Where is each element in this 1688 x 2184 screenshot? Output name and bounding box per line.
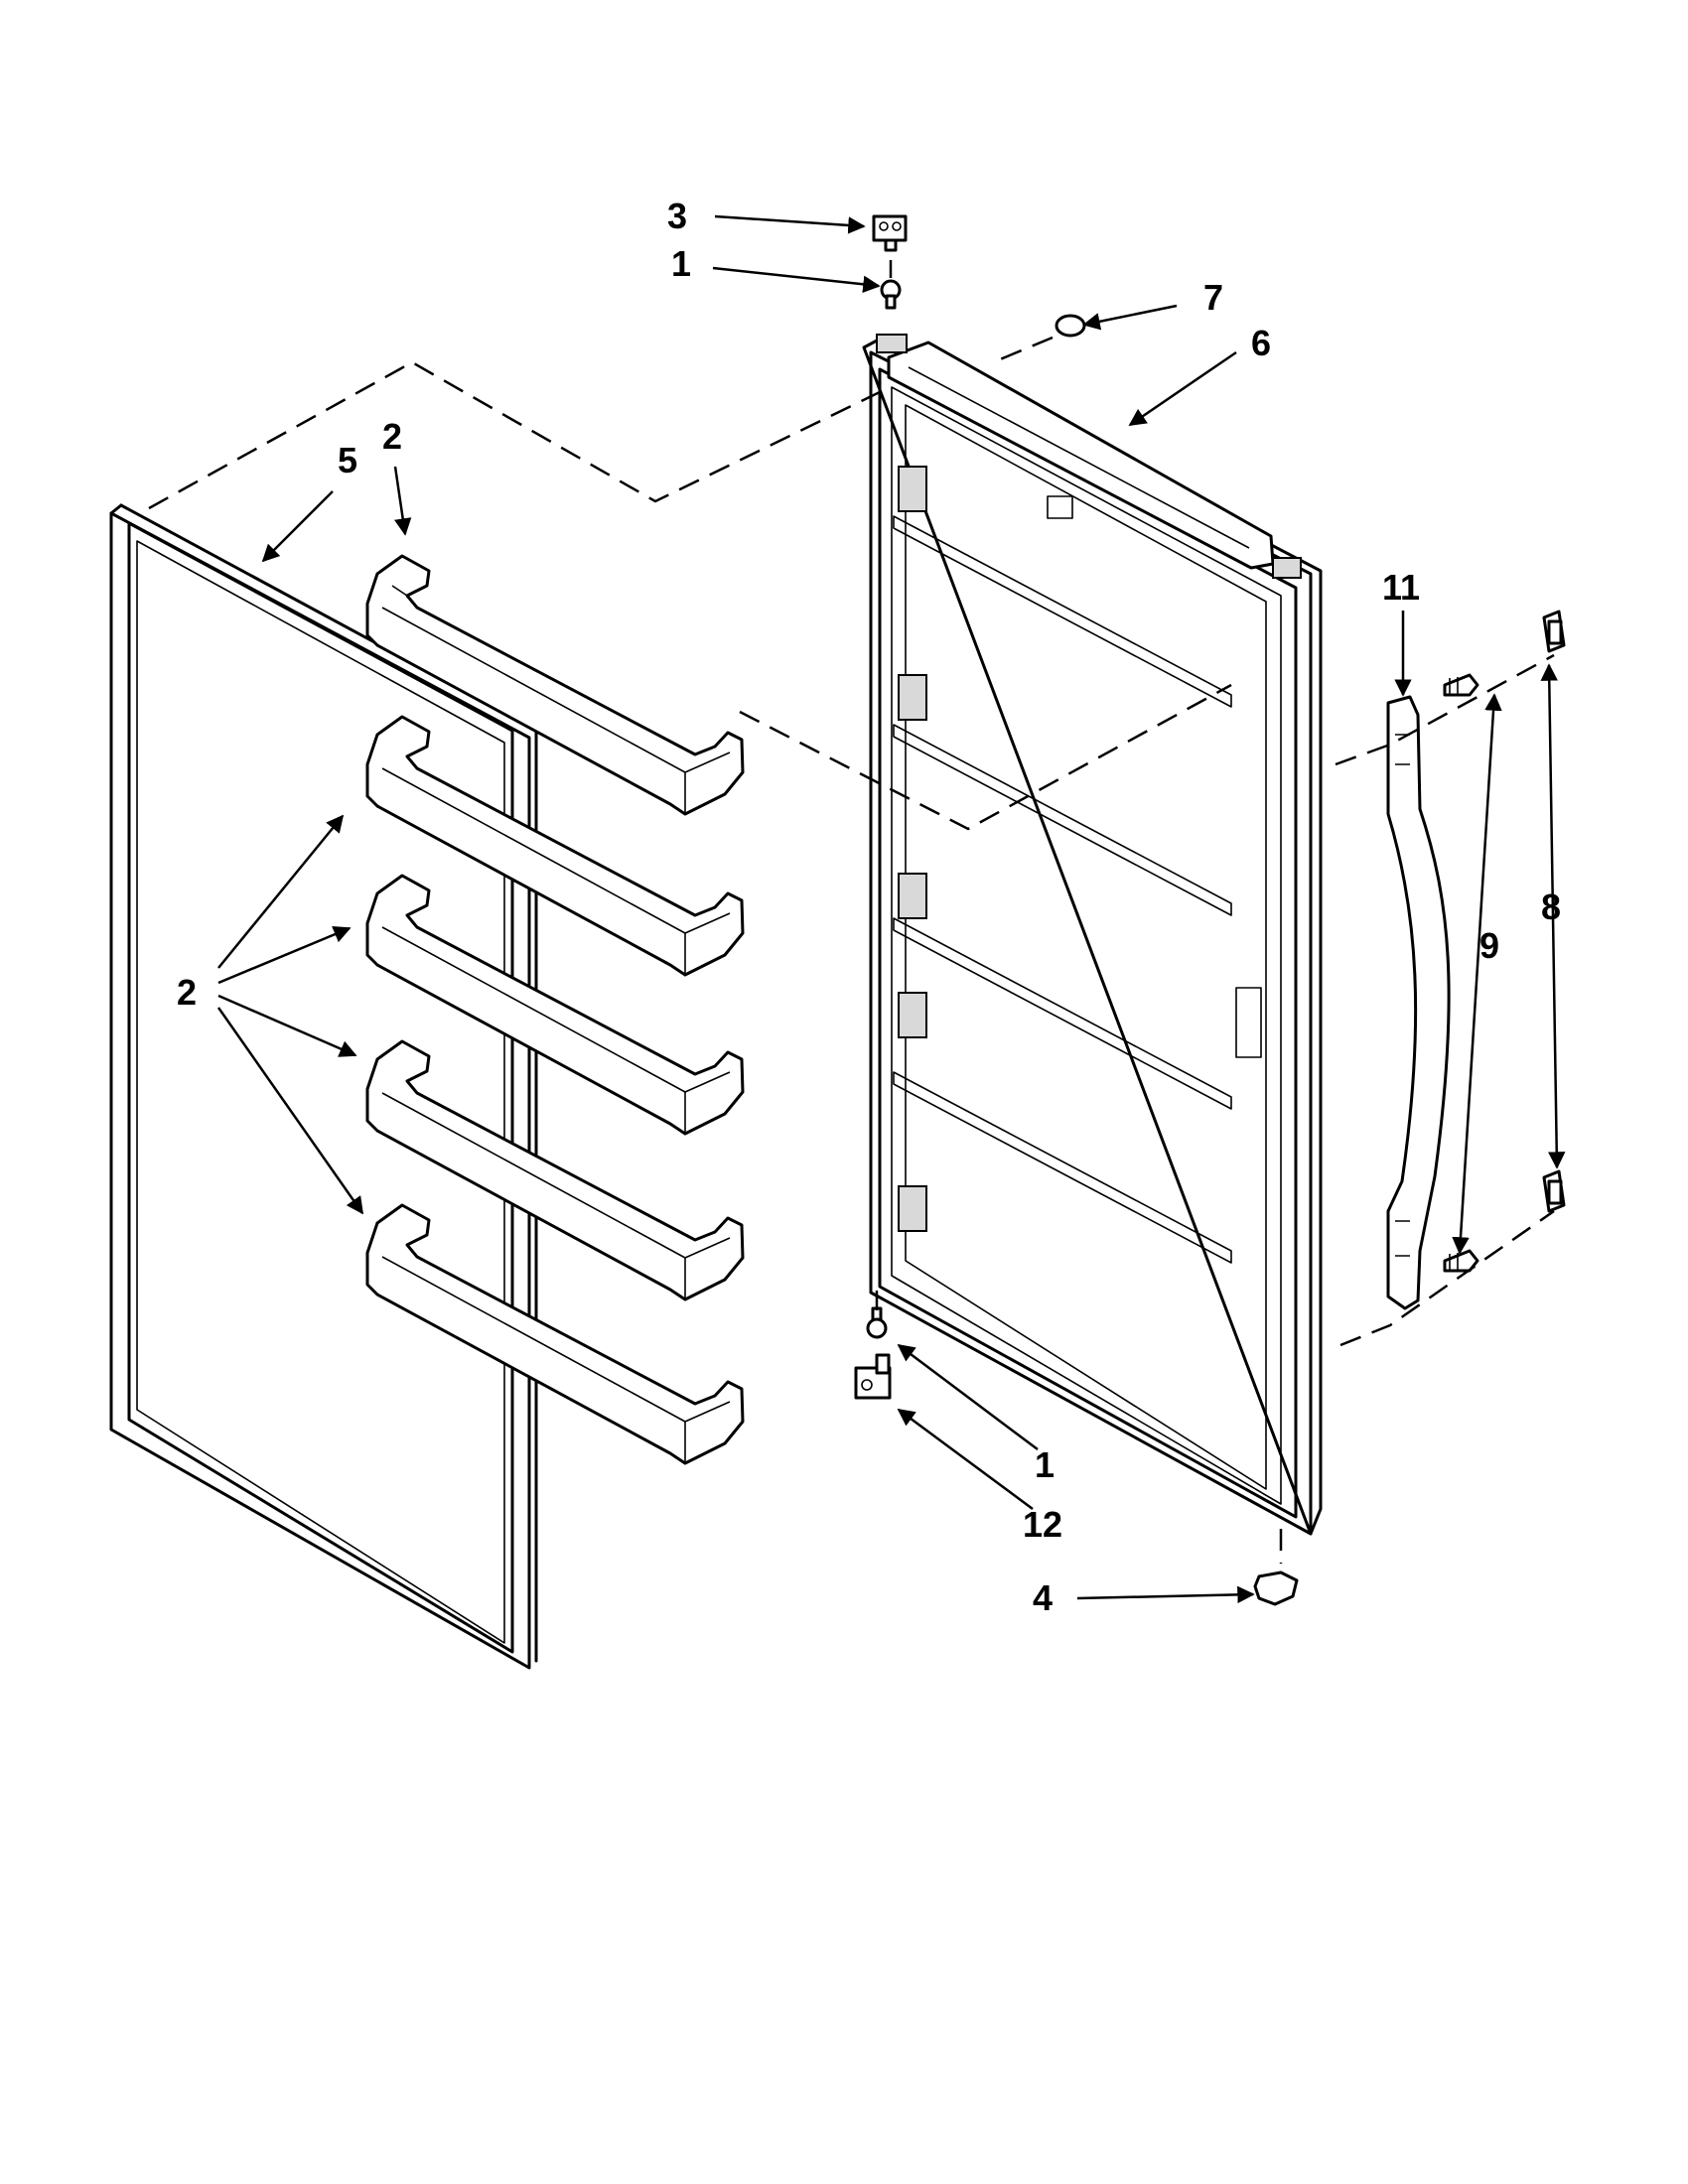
handle-bracket-bottom (1542, 1169, 1566, 1213)
callout-11: 11 (1382, 567, 1420, 608)
door-handle (1386, 695, 1451, 1310)
door-liner (862, 338, 1323, 1536)
door-bin-4 (365, 1039, 745, 1301)
callout-2-top: 2 (382, 416, 402, 457)
door-bin-1 (365, 554, 745, 816)
callout-3: 3 (667, 196, 687, 236)
door-bins (365, 554, 745, 1465)
screw-top (1443, 673, 1479, 697)
callout-12: 12 (1023, 1504, 1062, 1545)
assembly-dashed-lines (148, 260, 1555, 1564)
callout-1-bottom: 1 (1035, 1444, 1055, 1485)
door-bin-3 (365, 874, 745, 1136)
bottom-hinge (854, 1353, 892, 1400)
callout-1-top: 1 (671, 243, 691, 284)
plug-part-7 (1055, 314, 1086, 338)
top-hinge-pin (880, 279, 902, 310)
callout-9: 9 (1479, 925, 1499, 966)
handle-bracket-top (1542, 610, 1566, 653)
bottom-hinge-pin (866, 1306, 888, 1339)
callout-2-group: 2 (177, 972, 197, 1013)
callout-7: 7 (1203, 277, 1223, 318)
leveling-foot (1253, 1570, 1299, 1606)
top-hinge (872, 214, 908, 252)
callout-labels: 3 1 7 6 5 2 2 11 9 8 1 12 4 (177, 196, 1561, 1618)
callout-4: 4 (1033, 1577, 1053, 1618)
top-trim (887, 341, 1275, 570)
door-bin-5 (365, 1203, 745, 1465)
callout-6: 6 (1251, 323, 1271, 363)
top-hinge-seat (876, 334, 908, 353)
door-bin-2 (365, 715, 745, 977)
callout-8: 8 (1541, 887, 1561, 927)
leader-arrows (216, 214, 1566, 1604)
handle-corner-seat (1272, 557, 1302, 579)
callout-5: 5 (338, 440, 357, 480)
